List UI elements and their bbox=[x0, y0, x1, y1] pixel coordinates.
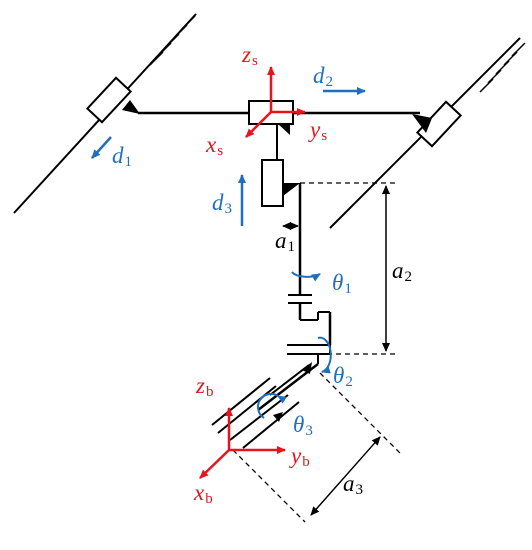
label-zb: zb bbox=[195, 373, 213, 400]
right-slider-block bbox=[415, 100, 463, 148]
label-d2: d2 bbox=[313, 63, 333, 90]
label-a1: a1 bbox=[275, 228, 295, 255]
theta1-rotation-arrow bbox=[291, 271, 321, 282]
xb-axis bbox=[199, 449, 230, 479]
label-xs: xs bbox=[205, 132, 223, 159]
label-a2: a2 bbox=[392, 258, 412, 285]
label-zs: zs bbox=[241, 42, 258, 69]
right-slider-joint bbox=[412, 114, 432, 133]
theta3-rotation-arrow bbox=[257, 393, 287, 419]
label-xb: xb bbox=[193, 480, 213, 507]
revolute-joint-1 bbox=[288, 294, 332, 345]
center-slider-joint bbox=[278, 124, 290, 135]
frame-b-axes bbox=[199, 407, 286, 479]
label-yb: yb bbox=[289, 443, 310, 470]
vertical-slider-block bbox=[261, 159, 284, 207]
left-rail bbox=[13, 13, 197, 214]
a3-dimension bbox=[232, 372, 403, 523]
d1-arrow bbox=[91, 136, 112, 159]
xs-axis bbox=[245, 111, 272, 138]
right-rail-ground-hatch bbox=[479, 42, 526, 93]
theta2-rotation-arrow bbox=[317, 336, 332, 374]
revolute-joint-3 bbox=[211, 377, 300, 449]
end-effector-link bbox=[257, 362, 319, 411]
frame-s-axes bbox=[245, 66, 306, 138]
label-ys: ys bbox=[308, 117, 327, 144]
label-theta1: θ1 bbox=[332, 270, 352, 297]
vertical-slider-joint bbox=[283, 183, 300, 196]
left-rail-ground-hatch bbox=[149, 15, 196, 66]
label-a3: a3 bbox=[343, 471, 363, 498]
label-d1: d1 bbox=[112, 143, 132, 170]
right-rail bbox=[329, 37, 526, 229]
label-theta2: θ2 bbox=[333, 363, 353, 390]
left-slider-joint bbox=[122, 100, 140, 114]
label-theta3: θ3 bbox=[293, 412, 313, 439]
revolute-joint-2 bbox=[287, 344, 331, 364]
left-slider-block bbox=[85, 76, 133, 124]
label-d3: d3 bbox=[212, 190, 232, 217]
